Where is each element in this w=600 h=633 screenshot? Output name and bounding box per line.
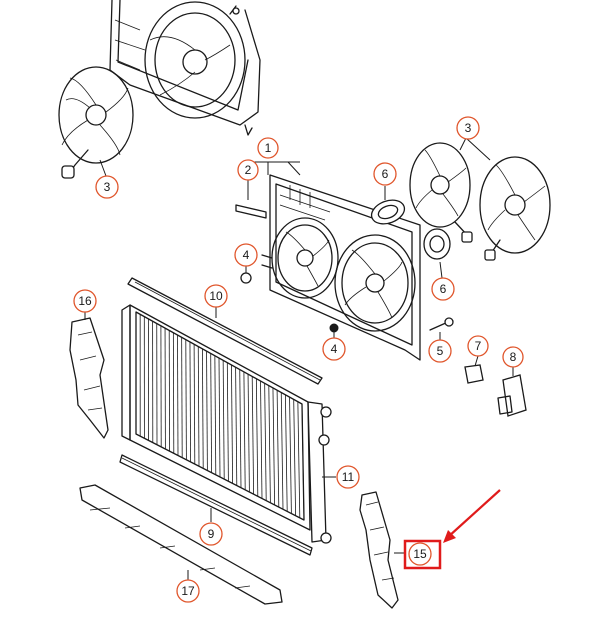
callout-1: 1 [257, 137, 279, 159]
part-5-bolt [429, 317, 454, 340]
radiator-fin [226, 362, 229, 482]
svg-text:5: 5 [437, 344, 444, 358]
radiator-fin [214, 355, 217, 475]
callout-3-right: 3 [456, 116, 480, 140]
highlight-arrow [443, 489, 501, 543]
callout-4-upper: 4 [234, 243, 258, 267]
svg-text:3: 3 [104, 180, 111, 194]
radiator-fin [202, 348, 204, 469]
part-16-air-guide [69, 312, 109, 439]
svg-text:4: 4 [331, 342, 338, 356]
svg-text:8: 8 [510, 350, 517, 364]
callout-6-lower: 6 [431, 277, 455, 301]
radiator-fin [293, 399, 296, 516]
svg-text:17: 17 [181, 584, 195, 598]
radiator-fin [243, 371, 246, 490]
radiator-fin [276, 390, 280, 508]
radiator-fin [255, 378, 259, 497]
radiator-fin [297, 401, 301, 518]
part-4-nuts [240, 266, 339, 338]
radiator-fin [264, 383, 267, 501]
radiator-fin [280, 392, 284, 510]
radiator-fin [301, 403, 305, 521]
callout-3-left: 3 [95, 159, 119, 199]
callout-6-upper: 6 [373, 162, 397, 186]
callout-15: 15 [408, 542, 432, 566]
svg-text:10: 10 [209, 289, 223, 303]
radiator-fin [272, 387, 275, 505]
callout-9: 9 [199, 522, 223, 546]
radiator-fin [181, 337, 183, 458]
part-8-bracket [497, 366, 527, 417]
callout-2: 2 [237, 159, 259, 181]
callout-17: 17 [176, 579, 200, 603]
svg-text:3: 3 [465, 121, 472, 135]
radiator-fin [260, 380, 263, 499]
callout-1-leader [248, 161, 301, 176]
part-9-strip [119, 454, 313, 556]
svg-text:11: 11 [342, 470, 355, 484]
svg-text:16: 16 [78, 294, 92, 308]
part-15-air-guide [359, 491, 404, 609]
right-fans [409, 137, 551, 261]
radiator-fin [239, 369, 242, 488]
radiator-fin [177, 334, 179, 456]
part-6-seals [370, 186, 451, 279]
svg-text:15: 15 [413, 547, 427, 561]
radiator-fin [289, 397, 292, 514]
radiator-fin [218, 357, 221, 478]
radiator-fin [210, 353, 212, 473]
left-fan [58, 66, 134, 179]
callout-10: 10 [204, 284, 228, 308]
radiator-fin [197, 346, 200, 467]
svg-text:2: 2 [245, 163, 252, 177]
radiator-fin [185, 339, 187, 460]
radiator [121, 304, 336, 544]
radiator-fin [231, 364, 233, 484]
part-17-air-guide [79, 484, 283, 605]
callout-11: 11 [336, 465, 360, 489]
radiator-fin [193, 344, 196, 465]
svg-text:9: 9 [208, 527, 215, 541]
callout-5: 5 [428, 339, 452, 363]
svg-text:6: 6 [440, 282, 447, 296]
highlight-box [403, 539, 442, 570]
svg-text:6: 6 [382, 167, 389, 181]
fan-shroud-assembly [261, 174, 421, 361]
svg-text:1: 1 [265, 141, 272, 155]
radiator-fin [235, 367, 238, 486]
radiator-fin [189, 341, 192, 462]
radiator-fin [206, 351, 208, 471]
part-7-clip [464, 355, 484, 384]
callout-4-lower: 4 [322, 337, 346, 361]
upper-fan-shroud [109, 0, 261, 136]
callout-16: 16 [73, 289, 97, 313]
radiator-fin [222, 360, 225, 480]
radiator-fin [268, 385, 271, 503]
callout-7: 7 [467, 335, 489, 357]
radiator-fin [247, 374, 250, 493]
svg-text:4: 4 [243, 248, 250, 262]
radiator-fin [251, 376, 254, 495]
part-2-strip [235, 180, 267, 219]
radiator-fin [285, 394, 288, 512]
callout-8: 8 [502, 346, 524, 368]
svg-text:7: 7 [475, 339, 482, 353]
